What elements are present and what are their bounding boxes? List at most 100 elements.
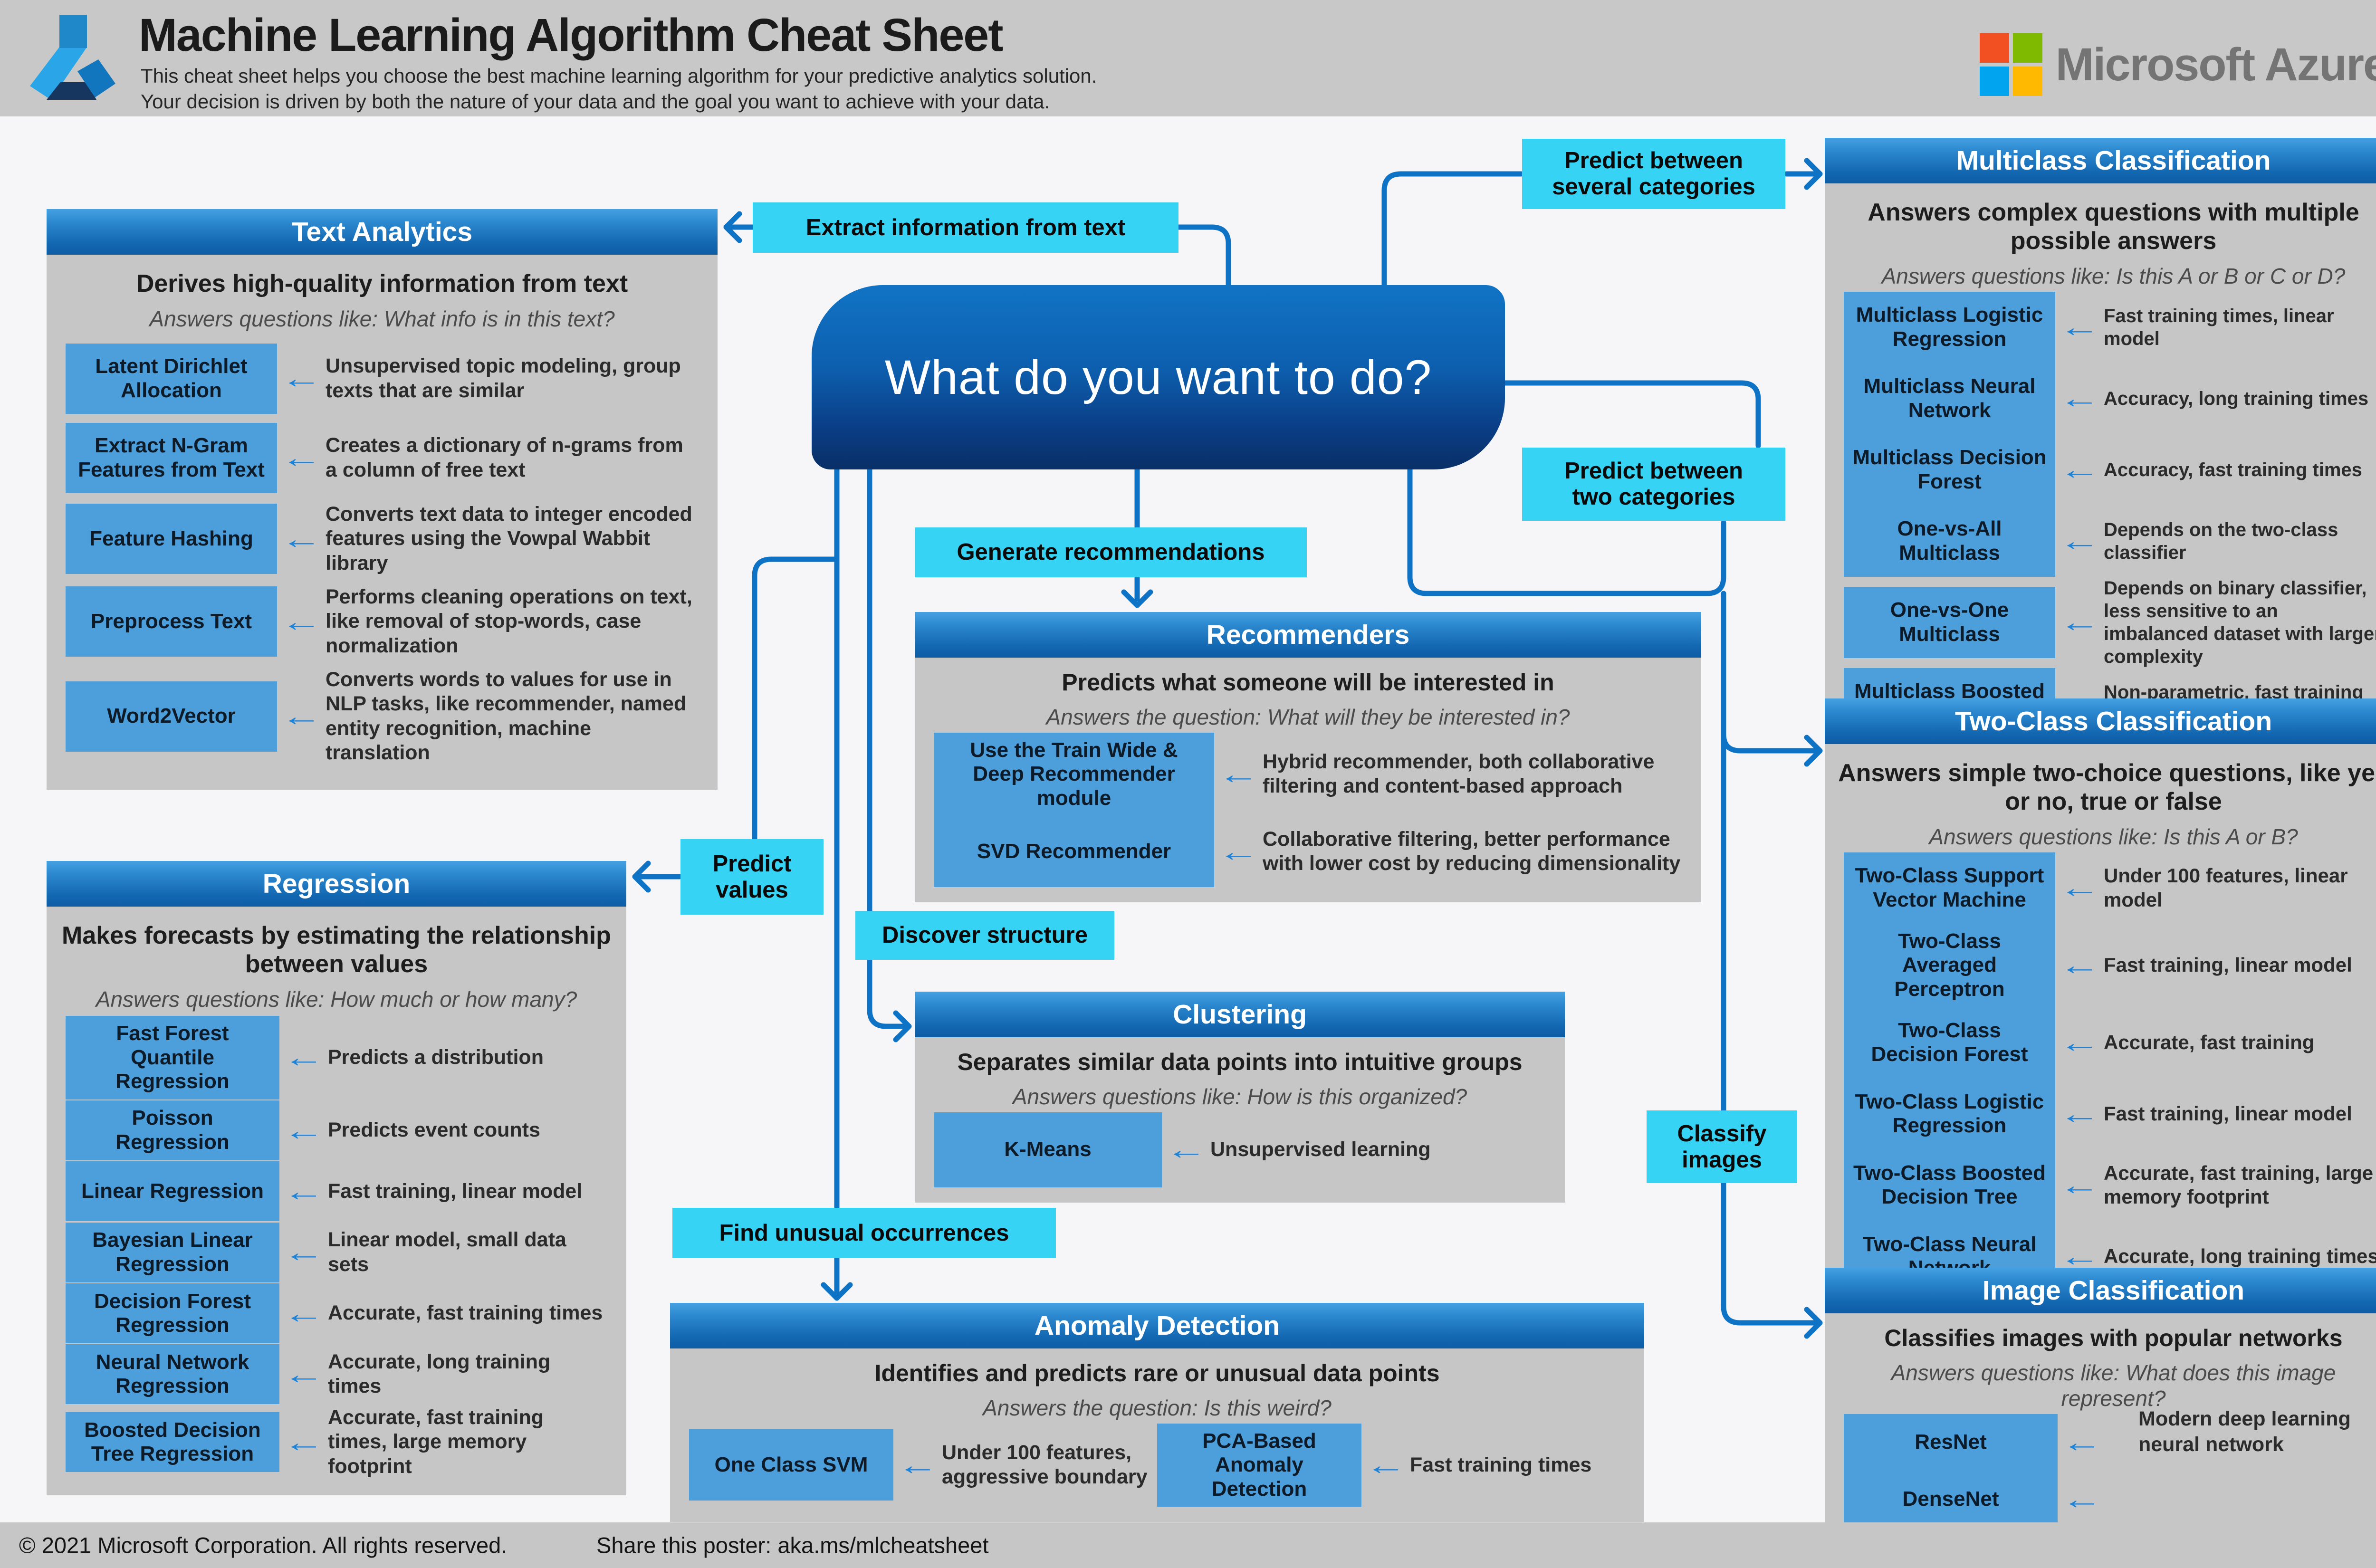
- panel-question: Answers questions like: What info is in …: [149, 306, 615, 331]
- algorithm-row: Two-Class Boosted Decision Tree←Accurate…: [1844, 1149, 2376, 1221]
- left-arrow-icon: ←: [280, 442, 322, 474]
- algorithm-row: Two-Class Decision Forest←Accurate, fast…: [1844, 1007, 2376, 1079]
- panel-anomaly-detection: Anomaly Detection Identifies and predict…: [670, 1303, 1644, 1522]
- algorithm-description: Unsupervised learning: [1210, 1138, 1431, 1161]
- algorithm-row: Extract N-Gram Features from Text←Create…: [66, 422, 699, 493]
- left-arrow-icon: ←: [2061, 1427, 2103, 1458]
- algorithm-description: Accurate, fast training times: [328, 1301, 603, 1325]
- algorithm-box: Two-Class Averaged Perceptron: [1844, 923, 2055, 1007]
- algorithm-row: Latent Dirichlet Allocation←Unsupervised…: [66, 343, 699, 414]
- left-arrow-icon: ←: [897, 1449, 939, 1481]
- azure-ml-studio-logo-icon: [30, 15, 115, 100]
- left-arrow-icon: ←: [2061, 1484, 2103, 1515]
- left-arrow-icon: ←: [283, 1115, 325, 1146]
- algorithm-box: Multiclass Decision Forest: [1844, 434, 2055, 506]
- algorithm-row: PCA-Based Anomaly Detection←Fast trainin…: [1157, 1423, 1625, 1507]
- algorithm-box: One-vs-All Multiclass: [1844, 505, 2055, 577]
- header-band: Machine Learning Algorithm Cheat Sheet T…: [0, 0, 2376, 116]
- panel-question: Answers questions like: Is this A or B o…: [1881, 263, 2346, 288]
- panel-question: Answers the question: Is this weird?: [983, 1395, 1332, 1420]
- algorithm-row: SVD Recommender←Collaborative filtering,…: [934, 816, 1682, 888]
- callout-predict-between-several-categories: Predict between several categories: [1522, 139, 1785, 209]
- callout-find-unusual-occurrences: Find unusual occurrences: [672, 1208, 1056, 1258]
- page-subtitle-line1: This cheat sheet helps you choose the be…: [141, 65, 1097, 87]
- algorithm-box: Extract N-Gram Features from Text: [66, 422, 277, 493]
- algorithm-box: Use the Train Wide & Deep Recommender mo…: [934, 732, 1214, 816]
- algorithm-row: K-Means←Unsupervised learning: [934, 1112, 1546, 1187]
- algorithm-description: Accurate, long training times: [2104, 1245, 2376, 1268]
- left-arrow-icon: ←: [1365, 1449, 1407, 1481]
- left-arrow-icon: ←: [283, 1426, 325, 1458]
- algorithm-description: Fast training, linear model: [328, 1179, 583, 1203]
- algorithm-box: One Class SVM: [689, 1429, 893, 1501]
- algorithm-description: Predicts event counts: [328, 1119, 540, 1142]
- algorithm-box: One-vs-One Multiclass: [1844, 586, 2055, 658]
- panel-title: Regression: [47, 861, 626, 907]
- algorithm-description: Under 100 features, linear model: [2104, 864, 2348, 911]
- algorithm-box: Boosted Decision Tree Regression: [66, 1412, 279, 1472]
- panel-question: Answers questions like: What does this i…: [1891, 1360, 2336, 1411]
- left-arrow-icon: ←: [283, 1358, 325, 1390]
- panel-image-classification: Image Classification Classifies images w…: [1825, 1268, 2376, 1543]
- panel-heading: Answers complex questions with multiple …: [1868, 199, 2359, 255]
- algorithm-row: Poisson Regression←Predicts event counts: [66, 1100, 607, 1161]
- left-arrow-icon: ←: [283, 1237, 325, 1268]
- algorithm-row: DenseNet←: [1844, 1471, 2376, 1528]
- left-arrow-icon: ←: [2059, 526, 2100, 557]
- algorithm-description: Accurate, long training times: [328, 1350, 551, 1398]
- left-arrow-icon: ←: [280, 523, 322, 555]
- algorithm-description: Depends on binary classifier, less sensi…: [2104, 577, 2376, 667]
- left-arrow-icon: ←: [1217, 758, 1259, 790]
- arrowhead-left-regression: [632, 860, 651, 893]
- algorithm-row: Decision Forest Regression←Accurate, fas…: [66, 1283, 607, 1344]
- panel-title: Image Classification: [1825, 1268, 2376, 1313]
- panel-heading: Derives high-quality information from te…: [136, 270, 628, 297]
- algorithm-box: Poisson Regression: [66, 1100, 279, 1161]
- left-arrow-icon: ←: [1165, 1134, 1207, 1165]
- left-arrow-icon: ←: [280, 363, 322, 394]
- algorithm-row: Two-Class Logistic Regression←Fast train…: [1844, 1078, 2376, 1150]
- left-arrow-icon: ←: [280, 606, 322, 637]
- page-title: Machine Learning Algorithm Cheat Sheet: [139, 9, 1004, 61]
- panel-title: Text Analytics: [47, 209, 718, 255]
- algorithm-row: Boosted Decision Tree Regression←Accurat…: [66, 1405, 607, 1479]
- algorithm-box: Linear Regression: [66, 1161, 279, 1222]
- panel-clustering: Clustering Separates similar data points…: [915, 992, 1565, 1203]
- algorithm-box: Two-Class Decision Forest: [1844, 1007, 2055, 1079]
- algorithm-description: Hybrid recommender, both collaborative f…: [1263, 750, 1655, 798]
- left-arrow-icon: ←: [2059, 383, 2100, 414]
- algorithm-row: Multiclass Neural Network←Accuracy, long…: [1844, 363, 2376, 434]
- algorithm-description: Fast training, linear model: [2104, 1102, 2352, 1125]
- algorithm-description: Unsupervised topic modeling, group texts…: [326, 354, 681, 402]
- algorithm-box: Two-Class Support Vector Machine: [1844, 852, 2055, 924]
- algorithm-row: One-vs-One Multiclass←Depends on binary …: [1844, 577, 2376, 668]
- panel-question: Answers the question: What will they be …: [1046, 704, 1570, 729]
- algorithm-row: Multiclass Decision Forest←Accuracy, fas…: [1844, 434, 2376, 506]
- panel-two-class-classification: Two-Class Classification Answers simple …: [1825, 698, 2376, 1308]
- algorithm-description: Accurate, fast training: [2104, 1031, 2315, 1054]
- algorithm-description: Depends on the two-class classifier: [2104, 519, 2338, 563]
- algorithm-row: Use the Train Wide & Deep Recommender mo…: [934, 732, 1682, 816]
- panel-recommenders: Recommenders Predicts what someone will …: [915, 612, 1701, 903]
- algorithm-box: PCA-Based Anomaly Detection: [1157, 1423, 1361, 1507]
- left-arrow-icon: ←: [2059, 872, 2100, 904]
- panel-multiclass-classification: Multiclass Classification Answers comple…: [1825, 138, 2376, 755]
- algorithm-description: Collaborative filtering, better performa…: [1263, 827, 1681, 875]
- left-arrow-icon: ←: [280, 701, 322, 732]
- panel-heading: Identifies and predicts rare or unusual …: [874, 1360, 1440, 1386]
- left-arrow-icon: ←: [283, 1176, 325, 1207]
- algorithm-row: One-vs-All Multiclass←Depends on the two…: [1844, 505, 2376, 577]
- arrowhead-right-image-classification: [1804, 1307, 1823, 1339]
- arrowhead-left-text-analytics: [723, 211, 742, 243]
- panel-title: Anomaly Detection: [670, 1303, 1644, 1348]
- algorithm-description: Linear model, small data sets: [328, 1228, 566, 1276]
- arrowhead-right-clustering: [893, 1010, 912, 1042]
- left-arrow-icon: ←: [2059, 312, 2100, 343]
- central-question-node: What do you want to do?: [812, 285, 1505, 469]
- left-arrow-icon: ←: [2059, 1241, 2100, 1272]
- algorithm-box: Two-Class Boosted Decision Tree: [1844, 1149, 2055, 1221]
- left-arrow-icon: ←: [2059, 607, 2100, 638]
- left-arrow-icon: ←: [2059, 454, 2100, 486]
- algorithm-box: Fast Forest Quantile Regression: [66, 1015, 279, 1100]
